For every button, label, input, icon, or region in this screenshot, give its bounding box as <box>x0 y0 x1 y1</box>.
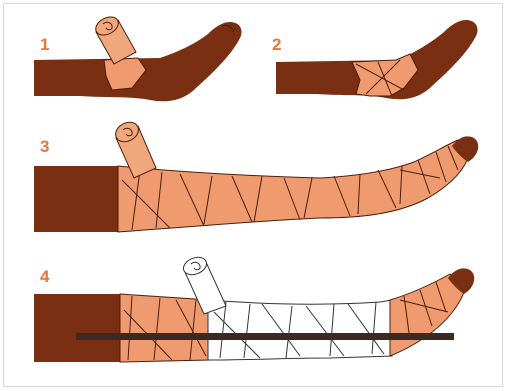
step-3-panel: 3 <box>34 118 478 232</box>
step-4-splint <box>76 333 454 340</box>
step-1-bandage-roll <box>93 13 136 64</box>
step-2-panel: 2 <box>272 20 478 99</box>
step-3-bandaged-leg <box>118 140 470 232</box>
step-4-panel: 4 <box>34 254 474 362</box>
step-3-number: 3 <box>40 137 49 156</box>
step-4-number: 4 <box>40 267 50 286</box>
step-2-number: 2 <box>272 35 281 54</box>
step-4-leg <box>34 294 122 362</box>
step-1-panel: 1 <box>34 13 242 101</box>
step-1-number: 1 <box>40 35 49 54</box>
step-4-orange-bandage <box>120 294 210 362</box>
step-4-white-bandage <box>208 300 392 360</box>
step-3-leg <box>34 166 120 232</box>
